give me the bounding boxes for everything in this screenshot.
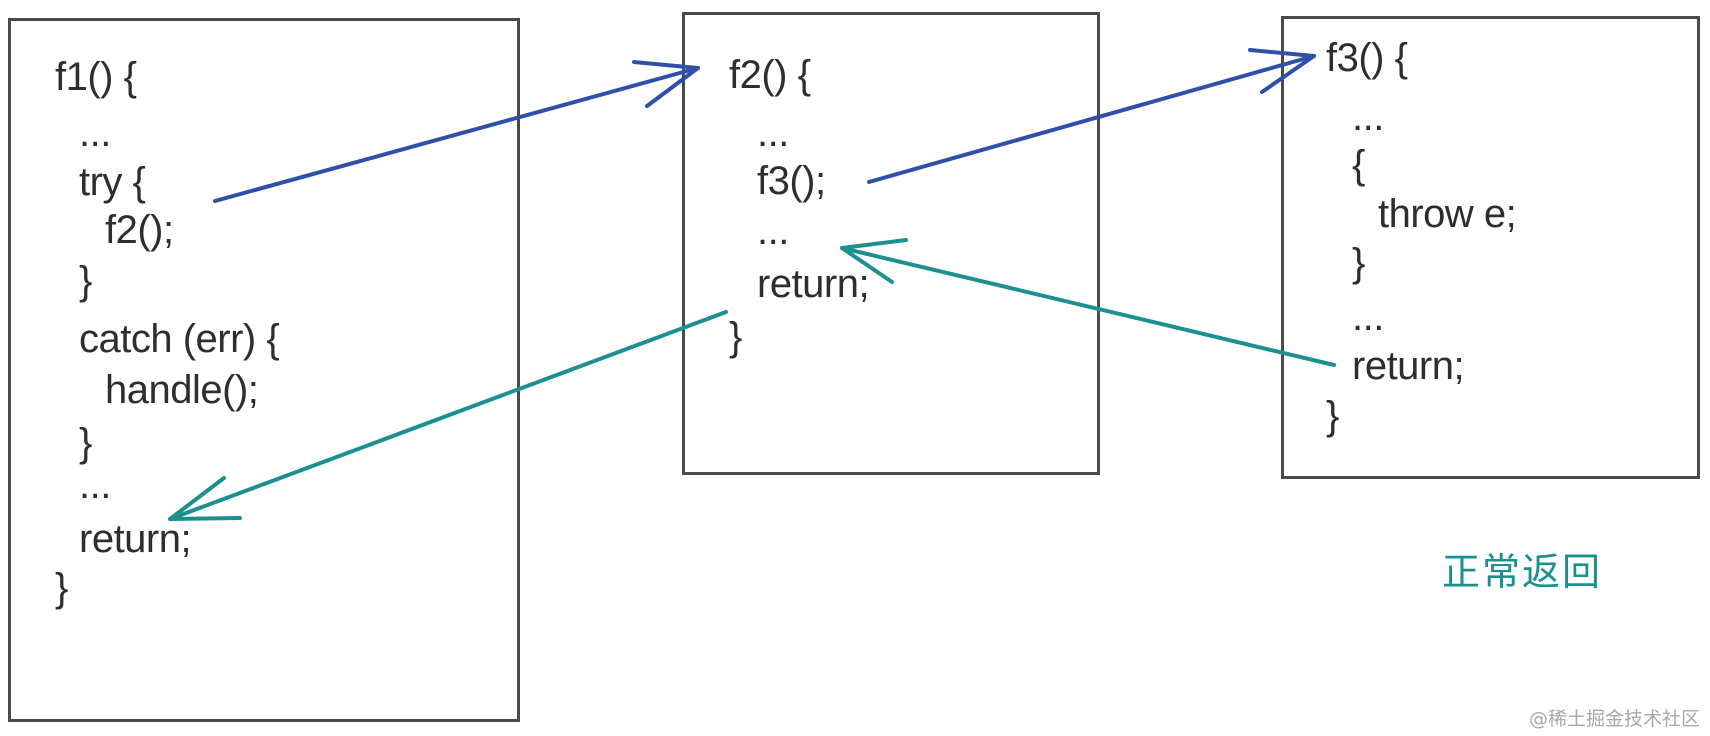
code-line: } — [79, 421, 92, 465]
code-line: ... — [79, 463, 111, 507]
code-line: f3() { — [1326, 36, 1408, 80]
function-box-f1: f1() { ... try { f2(); } catch (err) { h… — [8, 18, 520, 722]
code-line: ... — [757, 111, 789, 155]
watermark: @稀土掘金技术社区 — [1528, 708, 1700, 730]
code-line: return; — [79, 517, 192, 561]
code-line: try { — [79, 160, 146, 204]
caption-label: 正常返回 — [1442, 550, 1603, 594]
code-line: ... — [1352, 95, 1384, 139]
code-line: ... — [79, 111, 111, 155]
code-line: } — [729, 315, 742, 359]
code-line: ... — [757, 209, 789, 253]
code-line: throw e; — [1378, 192, 1517, 236]
code-line: f3(); — [757, 159, 826, 203]
code-line: handle(); — [105, 368, 259, 412]
code-line: catch (err) { — [79, 317, 280, 361]
code-line: ... — [1352, 295, 1384, 339]
code-line: return; — [1352, 344, 1465, 388]
code-line: } — [1326, 394, 1339, 438]
code-line: } — [55, 566, 68, 610]
code-line: } — [79, 259, 92, 303]
function-box-f2: f2() { ... f3(); ... return; } — [682, 12, 1100, 475]
code-line: f2() { — [729, 53, 811, 97]
code-line: f2(); — [105, 208, 174, 252]
code-line: } — [1352, 241, 1365, 285]
code-line: { — [1352, 143, 1365, 187]
code-line: f1() { — [55, 55, 137, 99]
code-line: return; — [757, 262, 870, 306]
function-box-f3: f3() { ... { throw e; } ... return; } — [1281, 16, 1700, 479]
